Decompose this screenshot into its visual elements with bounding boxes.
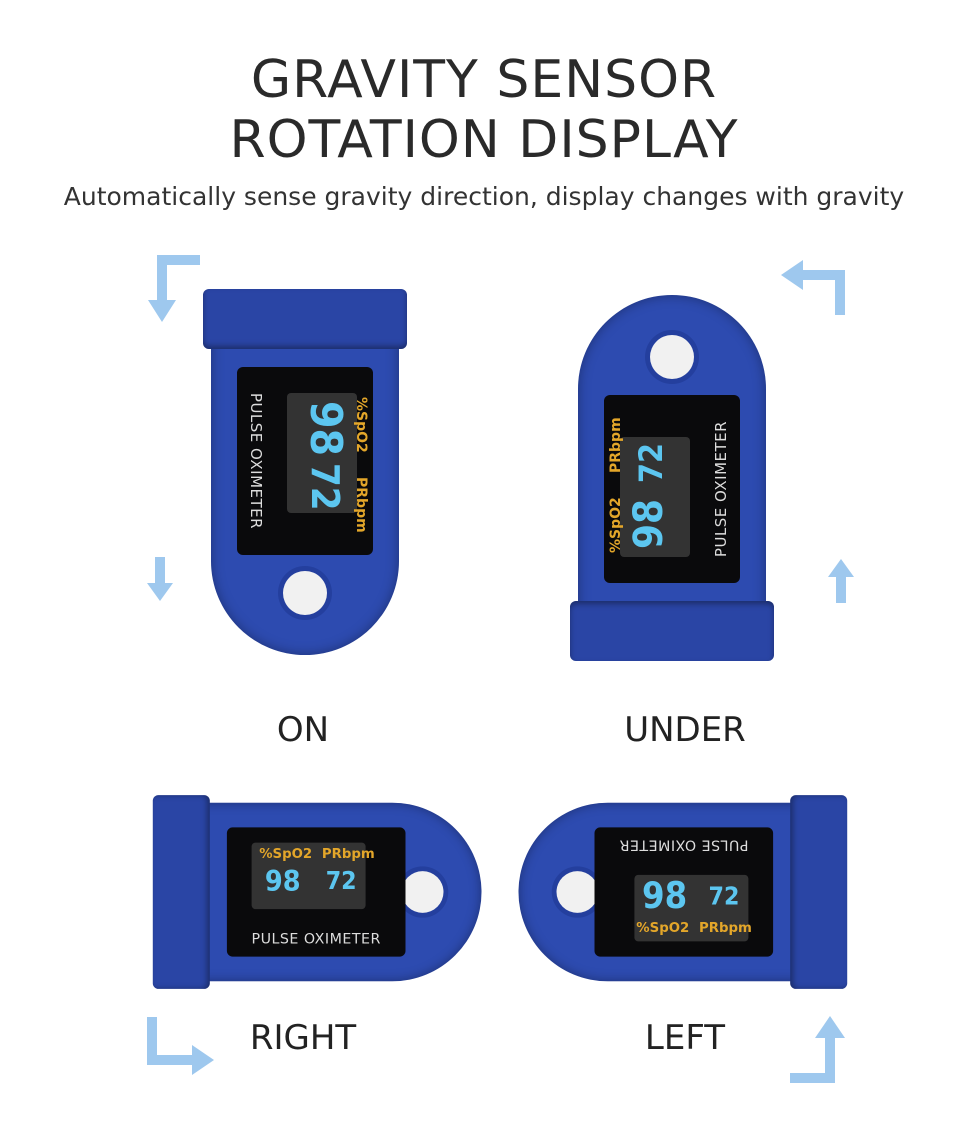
spo2-value: 98	[626, 498, 672, 549]
rotate-arrow-icon	[148, 255, 200, 322]
pr-value: 72	[632, 442, 670, 483]
spo2-unit: %SpO2	[636, 920, 690, 936]
oximeter-on: 98 72 %SpO2 PRbpm PULSE OXIMETER	[203, 289, 407, 655]
subtitle: Automatically sense gravity direction, d…	[63, 182, 905, 211]
pr-value: 72	[303, 463, 347, 511]
brand-text: PULSE OXIMETER	[712, 420, 730, 558]
pr-unit: PRbpm	[321, 846, 375, 862]
rotate-arrow-icon	[790, 1016, 845, 1083]
label-right: RIGHT	[249, 1018, 357, 1058]
brand-text: PULSE OXIMETER	[247, 392, 265, 530]
rotate-arrow-icon	[147, 1017, 214, 1075]
pr-value: 72	[325, 867, 357, 896]
oximeter-left: 98 72 %SpO2 PRbpm PULSE OXIMETER	[518, 795, 848, 989]
rotate-arrow-icon	[781, 260, 845, 315]
pr-unit: PRbpm	[699, 920, 752, 936]
pr-unit: PRbpm	[353, 477, 369, 533]
oximeter-under: 98 72 %SpO2 PRbpm PULSE OXIMETER	[570, 295, 774, 661]
pr-value: 72	[708, 882, 740, 912]
spo2-value: 98	[264, 865, 301, 899]
oximeter-right: 98 72 %SpO2 PRbpm PULSE OXIMETER	[152, 795, 482, 989]
spo2-unit: %SpO2	[259, 846, 313, 862]
label-left: LEFT	[644, 1018, 726, 1058]
down-arrow-icon	[147, 557, 173, 601]
spo2-value: 98	[300, 401, 351, 457]
up-arrow-icon	[828, 559, 854, 603]
spo2-value: 98	[642, 874, 688, 917]
spo2-unit: %SpO2	[608, 497, 624, 553]
label-under: UNDER	[624, 710, 746, 750]
brand-text: PULSE OXIMETER	[619, 836, 749, 854]
spo2-unit: %SpO2	[353, 397, 369, 453]
brand-text: PULSE OXIMETER	[251, 930, 381, 948]
pr-unit: PRbpm	[608, 417, 624, 473]
label-on: ON	[276, 710, 330, 750]
